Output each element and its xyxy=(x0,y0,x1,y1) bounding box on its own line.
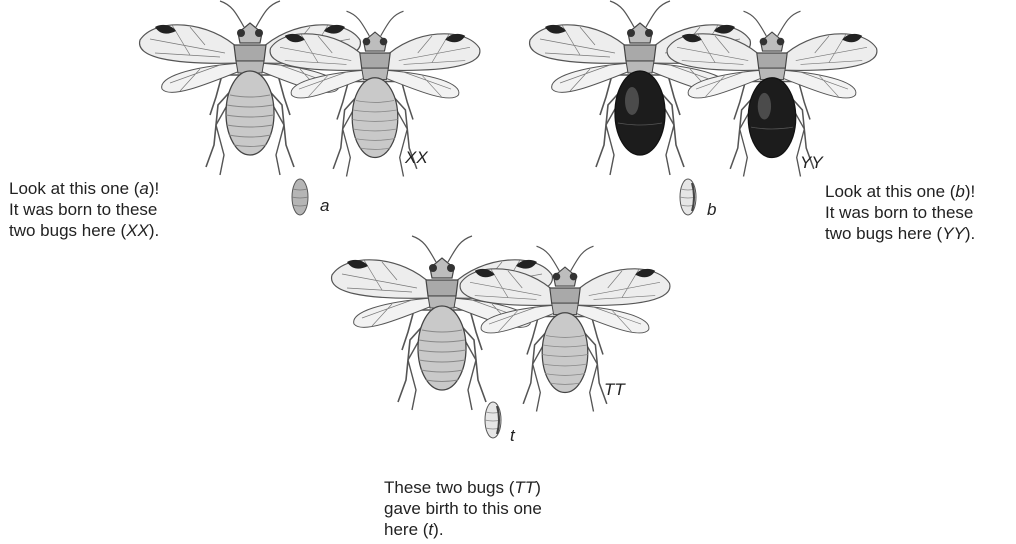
label-xx: XX xyxy=(405,148,428,168)
caption-bottom-line: These two bugs (TT) xyxy=(384,477,624,498)
caption-left-line: Look at this one (a)! xyxy=(9,178,249,199)
bug-yy-right xyxy=(667,11,877,176)
caption-bottom-line: here (t). xyxy=(384,519,624,540)
egg-a xyxy=(292,179,308,215)
caption-left-line: two bugs here (XX). xyxy=(9,220,249,241)
label-yy: YY xyxy=(800,153,823,173)
egg-b xyxy=(680,179,696,215)
caption-right-line: It was born to these xyxy=(825,202,1015,223)
caption-bottom-line: gave birth to this one xyxy=(384,498,624,519)
egg-t xyxy=(485,402,501,438)
caption-right-line: two bugs here (YY). xyxy=(825,223,1015,244)
label-egg-b: b xyxy=(707,200,716,220)
bug-pair-xx xyxy=(140,1,480,177)
caption-right-line: Look at this one (b)! xyxy=(825,181,1015,202)
caption-right: Look at this one (b)! It was born to the… xyxy=(825,181,1015,244)
bug-pair-yy xyxy=(530,1,877,177)
label-egg-t: t xyxy=(510,426,515,446)
bug-tt-right xyxy=(460,246,670,411)
label-tt: TT xyxy=(604,380,625,400)
caption-bottom: These two bugs (TT) gave birth to this o… xyxy=(384,477,624,540)
bug-xx-right xyxy=(270,11,480,176)
label-egg-a: a xyxy=(320,196,329,216)
caption-left: Look at this one (a)! It was born to the… xyxy=(9,178,249,241)
caption-left-line: It was born to these xyxy=(9,199,249,220)
